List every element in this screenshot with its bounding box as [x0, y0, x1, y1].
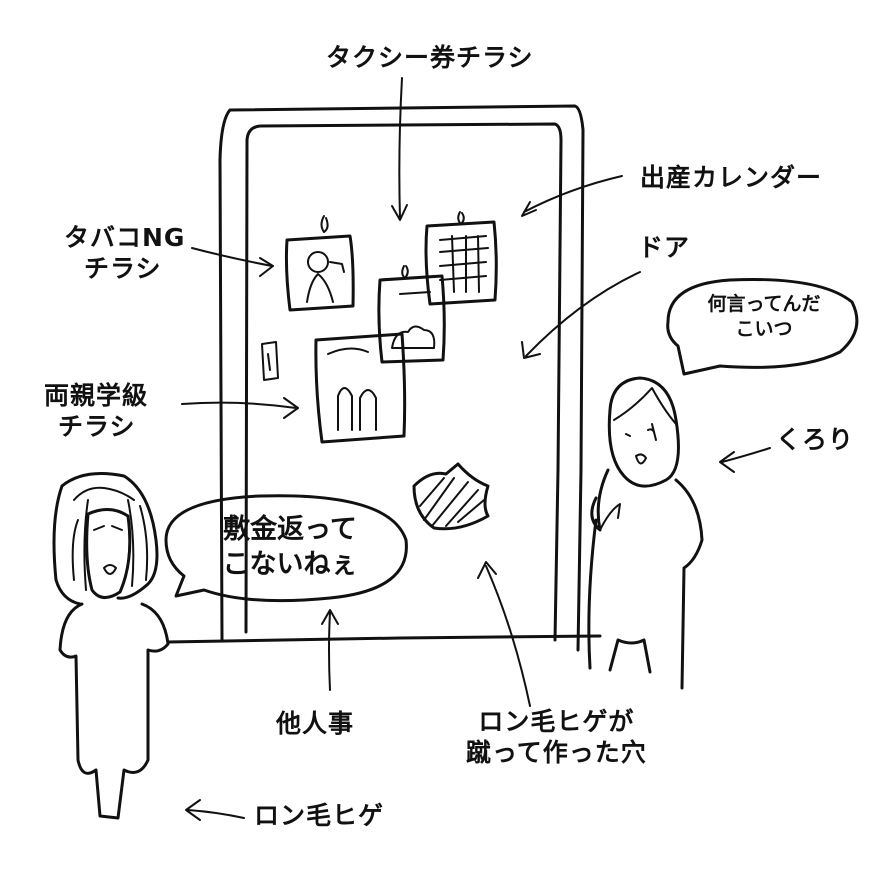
parents-class-label-line2: チラシ [58, 412, 136, 442]
long-hair-beard-figure [52, 472, 170, 820]
parents-class-label-line1: 両親学級 [44, 381, 149, 410]
kurori-arrow [719, 447, 771, 473]
left-bubble-line2: こないねぇ [222, 549, 358, 581]
kurori-figure [587, 376, 704, 690]
taxi-flyer-arrow [391, 77, 408, 221]
left-speech-bubble [164, 494, 408, 603]
no-smoking-label: タバコNG チラシ [64, 222, 185, 285]
left-bubble-line1: 敷金返って [223, 514, 357, 545]
birth-calendar-flyer [424, 211, 498, 306]
not-my-problem-label: 他人事 [276, 709, 355, 738]
hole-label-line1: ロン毛ヒゲが [478, 707, 635, 736]
door-label: ドア [638, 233, 691, 262]
left-bubble-text: 敷金返って こないねぇ [190, 512, 390, 582]
hole-label-line2: 蹴って作った穴 [466, 738, 647, 768]
kurori-label: くろり [776, 425, 855, 454]
door-knob [261, 341, 279, 381]
parents-class-label: 両親学級 チラシ [44, 380, 148, 443]
floor-line [166, 634, 602, 644]
right-bubble-line1: 何言ってんだ [707, 293, 821, 315]
door-frame [218, 104, 585, 652]
calendar-arrow [521, 175, 623, 217]
taxi-flyer-label: タクシー券チラシ [326, 43, 534, 72]
door-arrow [521, 271, 641, 359]
long-hair-beard-label: ロン毛ヒゲ [254, 801, 385, 830]
birth-calendar-label: 出産カレンダー [640, 163, 823, 192]
right-speech-bubble [666, 278, 859, 376]
parents-class-arrow [181, 397, 299, 419]
hole-label: ロン毛ヒゲが 蹴って作った穴 [466, 706, 647, 769]
door-panel [244, 122, 563, 642]
no-smoking-flyer [284, 215, 355, 312]
parents-class-flyer [314, 332, 407, 444]
no-smoking-label-line1: タバコNG [64, 223, 186, 252]
taxi-voucher-flyer [377, 265, 446, 364]
long-hair-beard-arrow [185, 799, 245, 821]
no-smoking-label-line2: チラシ [84, 254, 162, 284]
no-smoking-arrow [191, 247, 274, 277]
door-hole [412, 462, 490, 531]
right-bubble-text: 何言ってんだ こいつ [684, 292, 844, 341]
right-bubble-line2: こいつ [735, 317, 793, 340]
not-my-problem-arrow [321, 609, 339, 691]
hole-arrow [477, 561, 531, 707]
